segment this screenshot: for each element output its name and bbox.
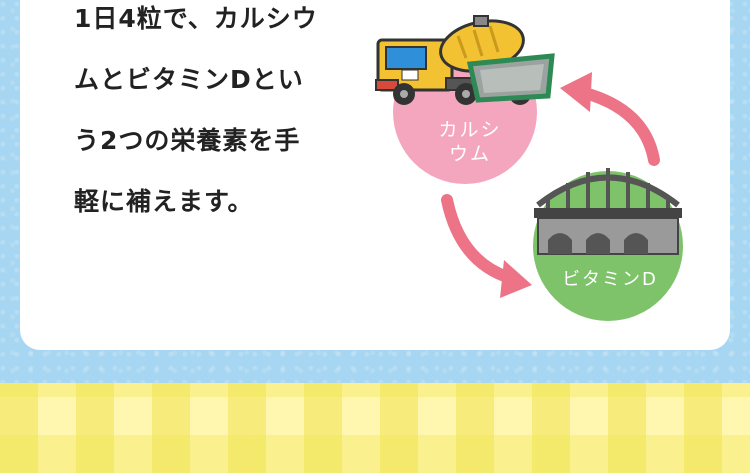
calcium-label: カルシ ウム: [425, 118, 515, 166]
description-line: 1日4粒で、カルシウ: [74, 4, 318, 33]
arrow-up-icon: [560, 72, 660, 166]
calcium-label-line2: ウム: [448, 143, 491, 165]
arch-bridge-icon: [534, 168, 682, 255]
description-line: ムとビタミンDとい: [74, 65, 304, 94]
cement-mixer-truck-icon: [375, 15, 555, 105]
nutrient-cycle-diagram: カルシ ウム ビタミンD: [370, 0, 700, 340]
description-line: 軽に補えます。: [74, 187, 254, 216]
description-text: 1日4粒で、カルシウ ムとビタミンDとい う2つの栄養素を手 軽に補えます。: [74, 0, 374, 232]
vitamin-d-label: ビタミンD: [562, 269, 658, 290]
calcium-label-line1: カルシ: [438, 119, 502, 141]
description-line: う2つの栄養素を手: [74, 126, 301, 155]
arrow-down-icon: [441, 194, 532, 298]
background-checkered-band: [0, 383, 750, 473]
